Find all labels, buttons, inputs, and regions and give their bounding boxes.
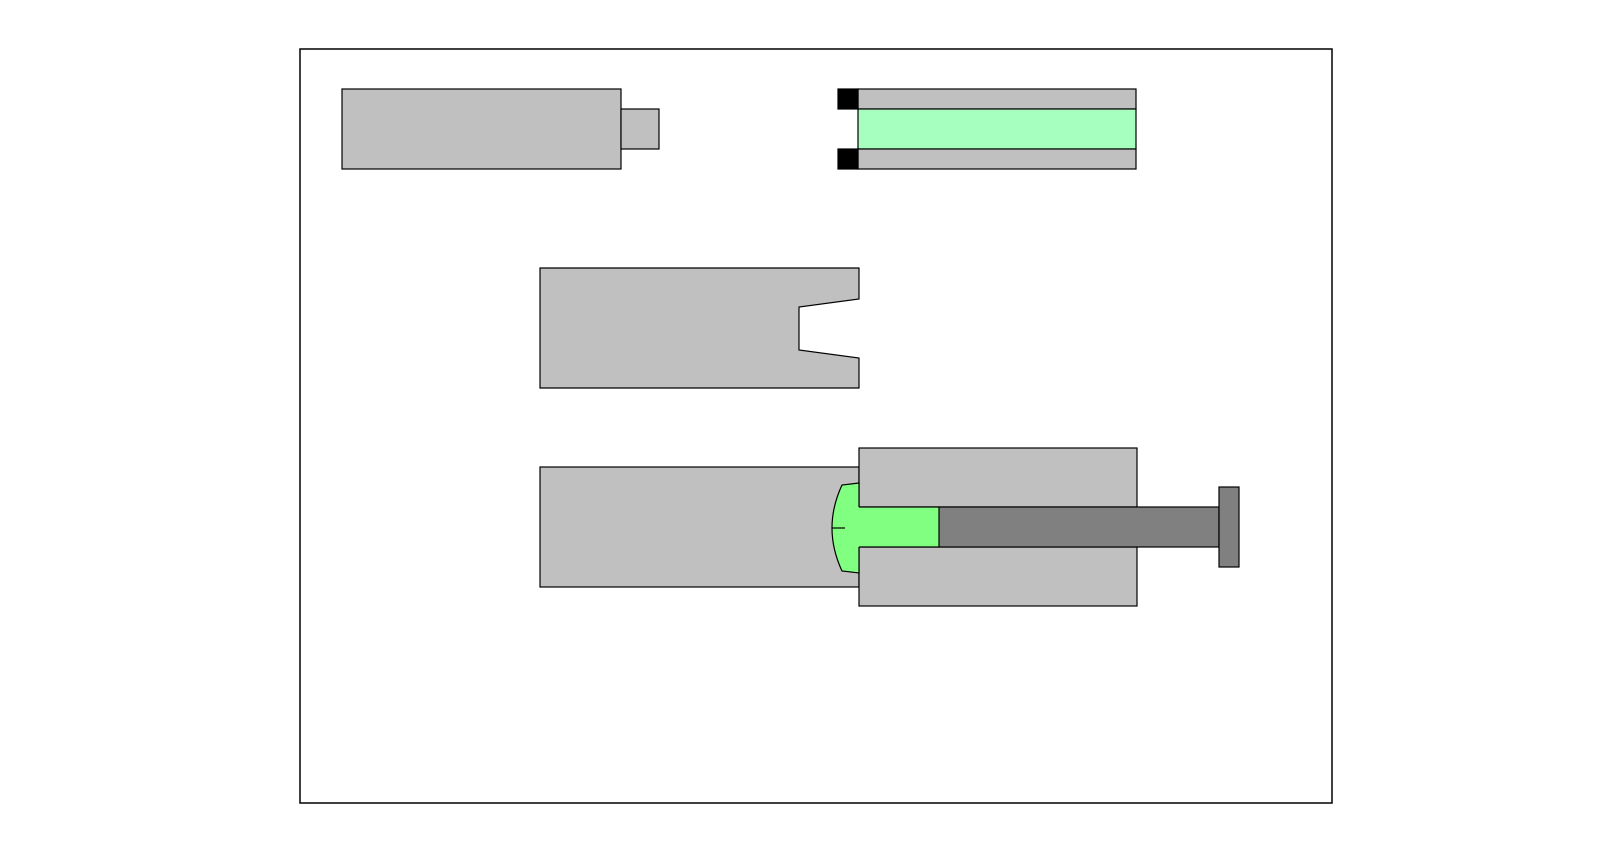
- anvil-block: [539, 466, 860, 588]
- sample-core: [858, 507, 939, 547]
- piston-rod: [938, 506, 1220, 548]
- assembled-press: [539, 447, 1240, 607]
- notched-block: [539, 267, 860, 389]
- end-cap-top: [837, 88, 859, 110]
- plug-body: [341, 88, 622, 170]
- diagram-frame: [299, 48, 1333, 804]
- piston-head: [1218, 486, 1240, 568]
- plug-stub: [620, 108, 660, 150]
- die-upper-half: [858, 447, 1138, 508]
- sample-domed-end: [831, 482, 860, 574]
- die-lower-half: [858, 546, 1138, 607]
- sleeve-with-seal: [837, 88, 1137, 170]
- seal-insert: [857, 108, 1137, 150]
- end-cap-bottom: [837, 148, 859, 170]
- sleeve-top-wall: [857, 88, 1137, 110]
- sleeve-bottom-wall: [857, 148, 1137, 170]
- block-with-v-notch: [539, 267, 860, 389]
- stepped-plug: [341, 88, 660, 170]
